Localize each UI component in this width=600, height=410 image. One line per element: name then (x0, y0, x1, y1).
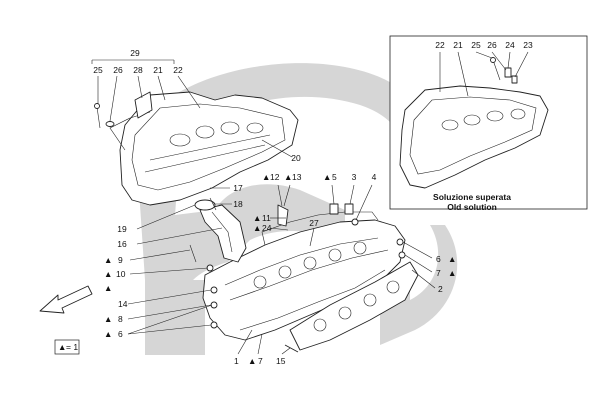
cap-3 (344, 203, 354, 215)
stud-9 (189, 244, 197, 263)
valve-cover (109, 91, 299, 206)
callout-20: 20 (291, 153, 301, 163)
legend-symbol: ▲ (58, 342, 66, 352)
callout-11: 11 (262, 213, 271, 223)
callout-8: 8 (118, 314, 123, 324)
plug-7-right (398, 251, 406, 259)
inset-caption-english: Old solution (447, 202, 497, 212)
cover-bolt-25 (94, 103, 101, 129)
inset-callout-24: 24 (505, 40, 515, 50)
callout-27: 27 (309, 218, 319, 228)
triangle-marker-7-bottom: ▲ (248, 356, 256, 366)
callout-19: 19 (117, 224, 127, 234)
callout-7-bottom: 7 (258, 356, 263, 366)
triangle-marker-13: ▲ (284, 172, 292, 182)
callout-10: 10 (116, 269, 126, 279)
inset-callout-26: 26 (487, 40, 497, 50)
triangle-marker-7-right: ▲ (448, 268, 456, 278)
direction-arrow-icon (39, 285, 93, 314)
callout-25: 25 (93, 65, 103, 75)
callout-13: 13 (292, 172, 302, 182)
callout-26: 26 (113, 65, 123, 75)
callout-labels: 29 25 26 28 21 22 20 17 18 19 16 ▲ 9 ▲ 1… (93, 40, 533, 366)
callout-17: 17 (233, 183, 243, 193)
callout-9: 9 (118, 255, 123, 265)
inset-callout-23: 23 (523, 40, 533, 50)
oil-filler-bracket (194, 199, 247, 263)
plug-6-right (396, 238, 404, 246)
legend-text: = 1 (66, 342, 78, 352)
bush-14 (210, 286, 218, 294)
callout-14: 14 (118, 299, 128, 309)
callout-16: 16 (117, 239, 127, 249)
callout-24: 24 (262, 223, 272, 233)
triangle-marker-12: ▲ (262, 172, 270, 182)
inset-caption-italian: Soluzione superata (433, 192, 511, 202)
callout-7-right: 7 (436, 268, 441, 278)
callout-18: 18 (233, 199, 243, 209)
triangle-marker-24: ▲ (253, 223, 261, 233)
callout-12: 12 (270, 172, 280, 182)
head-gasket (289, 261, 419, 351)
triangle-marker-11: ▲ (253, 213, 261, 223)
cover-bracket-28 (134, 91, 153, 119)
triangle-marker-8: ▲ (104, 314, 112, 324)
callout-21: 21 (153, 65, 163, 75)
legend: ▲ = 1 (54, 339, 80, 355)
triangle-marker-6-left: ▲ (104, 329, 112, 339)
triangle-marker-9: ▲ (104, 255, 112, 265)
cover-seal-26 (105, 121, 115, 127)
seal-4 (351, 218, 359, 226)
callout-4: 4 (372, 172, 377, 182)
sensor-12-13 (277, 204, 289, 227)
plug-6-left (210, 321, 218, 329)
callout-28: 28 (133, 65, 143, 75)
callout-3: 3 (352, 172, 357, 182)
callout-29: 29 (130, 48, 140, 58)
inset-callout-25: 25 (471, 40, 481, 50)
triangle-marker-10: ▲ (104, 269, 112, 279)
inset-callout-22: 22 (435, 40, 445, 50)
inset-callout-21: 21 (453, 40, 463, 50)
inset-valve-cover (399, 57, 549, 189)
cylinder-head (202, 211, 406, 341)
callout-15: 15 (276, 356, 286, 366)
triangle-marker-6-right: ▲ (448, 254, 456, 264)
callout-5: 5 (332, 172, 337, 182)
callout-2: 2 (438, 284, 443, 294)
leader-lines (91, 51, 529, 355)
pin-15 (284, 344, 299, 353)
callout-6-left: 6 (118, 329, 123, 339)
callout-6-right: 6 (436, 254, 441, 264)
triangle-marker-blank: ▲ (104, 283, 112, 293)
callout-22: 22 (173, 65, 183, 75)
callout-1: 1 (234, 356, 239, 366)
triangle-marker-5: ▲ (323, 172, 331, 182)
stud-5 (329, 203, 339, 215)
